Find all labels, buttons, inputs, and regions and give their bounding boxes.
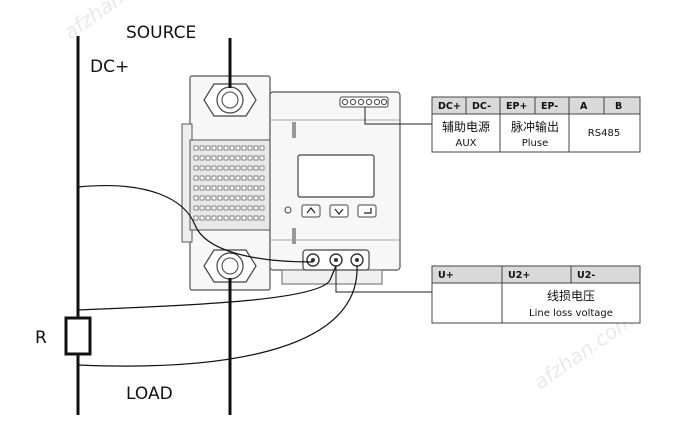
load-label: LOAD <box>126 384 173 404</box>
aux-leader-line <box>364 107 432 125</box>
aux-terminal-table: DC+ DC- EP+ EP- A B 辅助电源 AUX 脉冲输出 Pluse … <box>431 96 641 153</box>
wire-r-bottom-to-u2-minus <box>77 265 358 367</box>
voltage-leader-line <box>335 266 432 293</box>
aux-cn-label: 辅助电源 <box>442 120 490 134</box>
header-ep-minus: EP- <box>541 101 558 112</box>
top-terminal-block <box>339 96 389 108</box>
status-led <box>284 206 292 214</box>
wire-dc-plus-to-u-plus <box>77 185 314 263</box>
line-loss-cn-label: 线损电压 <box>547 289 595 303</box>
header-a: A <box>580 101 588 112</box>
header-dc-plus: DC+ <box>438 101 461 112</box>
meter-buttons <box>301 204 377 218</box>
header-u2-plus: U2+ <box>508 270 530 281</box>
shunt <box>181 75 271 291</box>
wire-r-top-to-u2-plus <box>77 265 337 311</box>
bottom-terminal-lug <box>203 249 257 283</box>
din-rail-meter <box>269 91 401 285</box>
dc-plus-label: DC+ <box>90 57 129 77</box>
line-loss-en-label: Line loss voltage <box>529 308 613 319</box>
header-b: B <box>615 101 622 112</box>
pulse-cn-label: 脉冲输出 <box>511 119 559 134</box>
resistor-label: R <box>35 328 47 348</box>
header-dc-minus: DC- <box>472 101 491 112</box>
header-ep-plus: EP+ <box>506 101 527 112</box>
top-terminal-lug <box>203 83 257 117</box>
resistor-symbol <box>64 316 92 356</box>
header-u-plus: U+ <box>438 270 454 281</box>
lcd-display <box>297 154 375 198</box>
source-label: SOURCE <box>126 23 196 43</box>
voltage-terminal-table: U+ U2+ U2- 线损电压 Line loss voltage <box>431 265 641 324</box>
rs485-label: RS485 <box>588 128 620 139</box>
header-u2-minus: U2- <box>577 270 595 281</box>
pulse-en-label: Pluse <box>522 138 549 149</box>
aux-en-label: AUX <box>455 138 476 149</box>
